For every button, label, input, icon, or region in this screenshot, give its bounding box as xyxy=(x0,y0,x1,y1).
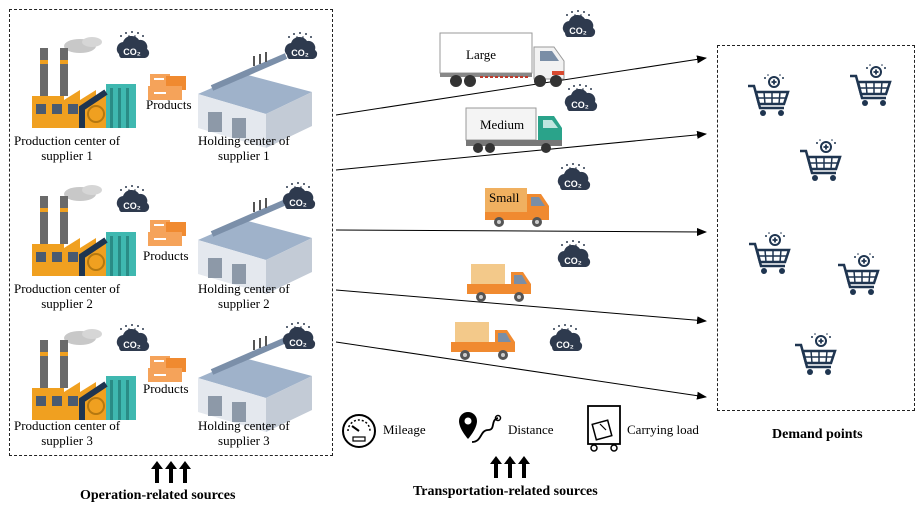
co2-cloud-icon xyxy=(564,84,598,111)
products-label: Products xyxy=(143,381,189,396)
mileage-label: Mileage xyxy=(383,422,426,437)
products-label: Products xyxy=(143,248,189,263)
up-arrows-icon xyxy=(490,456,530,478)
truck-label-medium: Medium xyxy=(480,117,525,132)
cart-icon xyxy=(848,62,892,108)
production-center-label: Production center of supplier 1 xyxy=(14,133,121,163)
truck-label-large: Large xyxy=(466,47,497,62)
holding-center-label: Holding center of supplier 3 xyxy=(198,418,290,448)
cargo-truck-icon xyxy=(467,264,531,302)
demand-points-box xyxy=(717,45,915,411)
production-center-label: Production center of supplier 3 xyxy=(14,418,121,448)
route-pin-icon xyxy=(459,412,502,443)
holding-center-label: Holding center of supplier 1 xyxy=(198,133,290,163)
cargo-truck-icon xyxy=(451,322,515,360)
operation-sources-title: Operation-related sources xyxy=(80,488,236,503)
distance-label: Distance xyxy=(508,422,554,437)
cart-icon xyxy=(798,137,842,183)
transportation-sources-title: Transportation-related sources xyxy=(413,484,598,499)
co2-cloud-icon xyxy=(557,163,591,190)
carrying-load-label: Carrying load xyxy=(627,422,699,437)
cart-icon xyxy=(746,72,790,118)
demand-points-title: Demand points xyxy=(772,427,863,442)
cart-icon xyxy=(747,230,791,276)
co2-cloud-icon xyxy=(549,324,583,351)
load-icon xyxy=(587,405,621,452)
operation-sources-box xyxy=(9,9,333,456)
large-truck-icon xyxy=(439,32,565,88)
cart-icon xyxy=(836,251,880,297)
cart-icon xyxy=(793,331,837,377)
production-center-label: Production center of supplier 2 xyxy=(14,281,121,311)
co2-cloud-icon xyxy=(557,240,591,267)
holding-center-label: Holding center of supplier 2 xyxy=(198,281,290,311)
truck-label-small: Small xyxy=(489,190,520,205)
co2-cloud-icon xyxy=(562,10,596,37)
speedometer-icon xyxy=(342,414,376,448)
products-label: Products xyxy=(146,97,192,112)
